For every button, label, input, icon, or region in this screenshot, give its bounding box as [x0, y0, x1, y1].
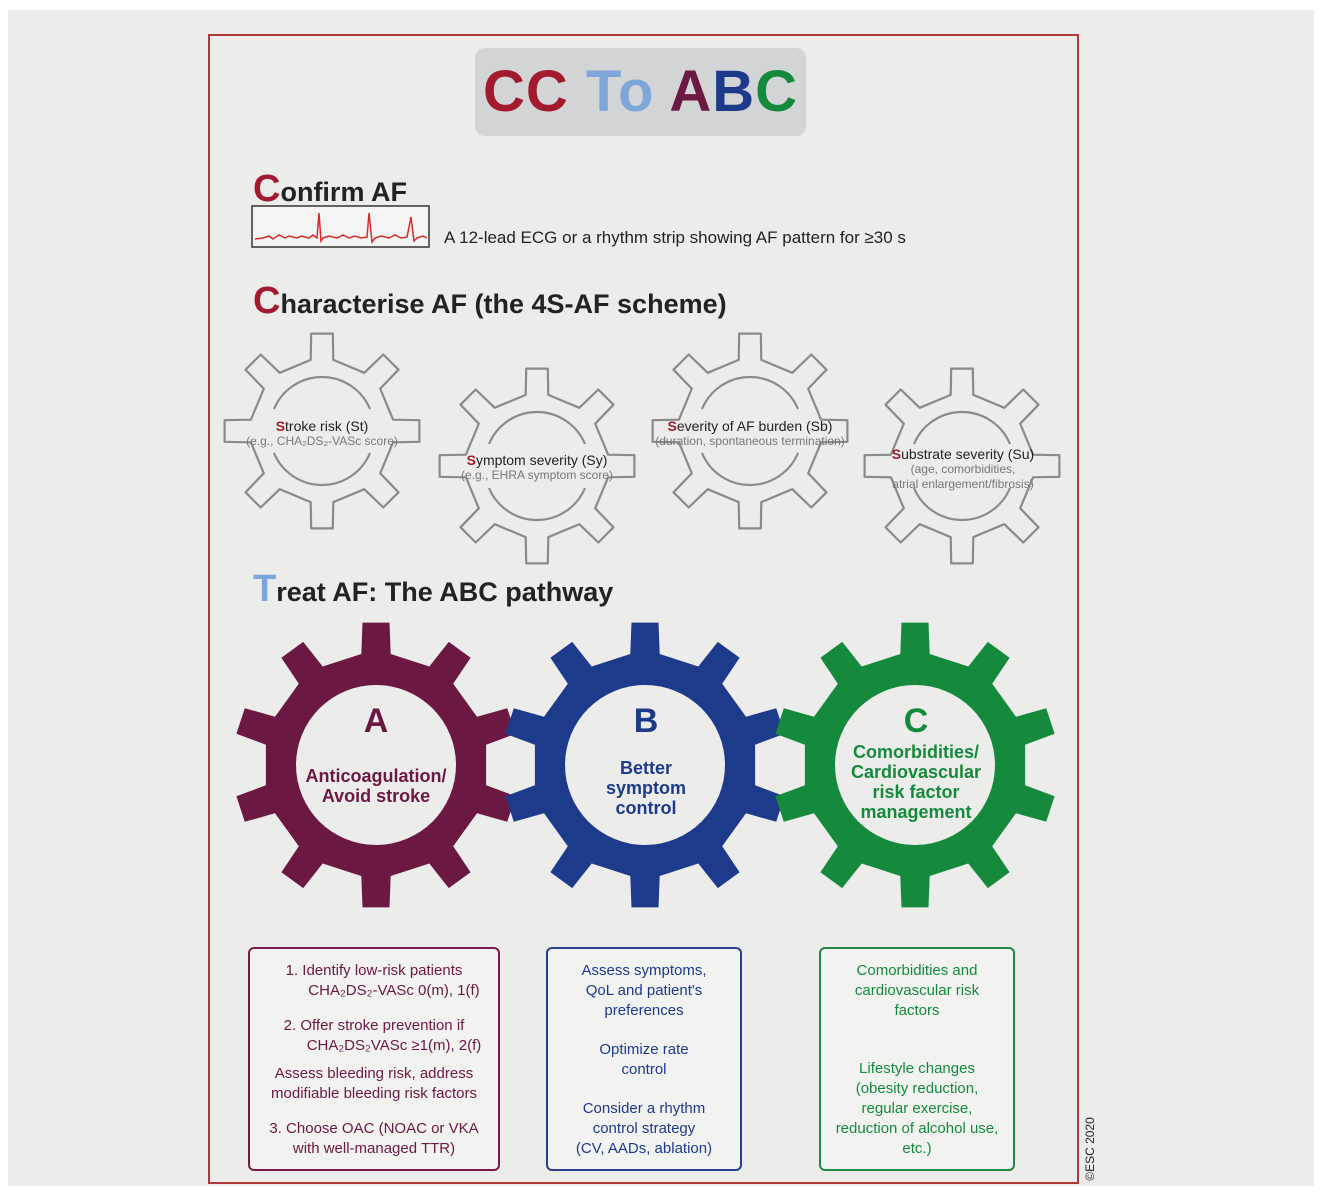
abc-label-line: Avoid stroke [321, 786, 431, 806]
title-cc: CC [482, 59, 569, 124]
scheme-title: everity of AF burden (Sb) [676, 418, 833, 434]
abc-label-line: management [860, 802, 972, 822]
gear-a-icon [236, 622, 516, 908]
abc-label-line: Comorbidities/ [852, 742, 979, 762]
box-line: cardiovascular risk [854, 982, 980, 999]
box-line: preferences [604, 1002, 684, 1019]
box-line: Optimize rate [599, 1041, 689, 1058]
scheme-sub: (e.g., CHA₂DS₂-VASc score) [246, 434, 398, 448]
box-line: modifiable bleeding risk factors [271, 1085, 477, 1102]
scheme-gear-inner-arc [487, 487, 587, 522]
abc-label-c: Comorbidities/ Cardiovascular risk facto… [816, 742, 1016, 822]
confirm-text: onfirm AF [280, 177, 407, 207]
scheme-sub: (duration, spontaneous termination) [655, 434, 845, 448]
scheme-gear-inner-arc [272, 375, 372, 410]
gear-c-icon [775, 622, 1055, 908]
confirm-cap: C [253, 168, 281, 210]
scheme-sub: (age, comorbidities, [910, 462, 1016, 476]
abc-letter-c: C [903, 702, 929, 740]
box-line: CHA₂DS₂-VASc 0(m), 1(f) [308, 982, 480, 999]
scheme-initial: S [667, 418, 677, 434]
box-line: control strategy [592, 1120, 696, 1137]
abc-label-line: risk factor [872, 782, 960, 802]
box-line: (obesity reduction, [855, 1080, 979, 1097]
treat-heading: Treat AF: The ABC pathway [253, 568, 613, 611]
box-line: Lifestyle changes [859, 1060, 975, 1077]
scheme-gear-inner-arc [700, 375, 800, 410]
ecg-strip-icon [251, 205, 430, 248]
abc-letter-a: A [363, 702, 389, 740]
scheme-gear-inner-arc [272, 452, 372, 487]
copyright-notice: ©ESC 2020 [1083, 1112, 1108, 1192]
scheme-title: ubstrate severity (Su) [901, 446, 1035, 462]
scheme-gear-4-icon [863, 367, 1061, 565]
box-line: Assess bleeding risk, address [274, 1065, 474, 1082]
box-line: reduction of alcohol use, [835, 1120, 999, 1137]
box-a-actions: 1. Identify low-risk patients CHA₂DS₂-VA… [248, 947, 500, 1171]
scheme-initial: S [891, 446, 902, 462]
title-banner: CC To ABC [475, 48, 806, 136]
box-line: 1. Identify low-risk patients [285, 962, 463, 979]
scheme-initial: S [275, 418, 286, 434]
scheme-substrate-severity: Substrate severity (Su) (age, comorbidit… [863, 446, 1063, 492]
box-line: control [621, 1061, 667, 1078]
figure-frame [208, 34, 1079, 1184]
abc-label-line: Cardiovascular [850, 762, 982, 782]
box-b-actions: Assess symptoms, QoL and patient's prefe… [546, 947, 742, 1171]
box-line: 2. Offer stroke prevention if [283, 1017, 465, 1034]
box-line: factors [894, 1002, 940, 1019]
box-line: 3. Choose OAC (NOAC or VKA [269, 1120, 479, 1137]
scheme-title: ymptom severity (Sy) [475, 452, 608, 468]
scheme-gear-2-icon [438, 367, 636, 565]
box-line: Assess symptoms, [581, 962, 707, 979]
box-c-actions: Comorbidities and cardiovascular risk fa… [819, 947, 1015, 1171]
abc-label-line: Better [619, 758, 672, 778]
box-line: Comorbidities and [856, 962, 978, 979]
abc-letter-b: B [633, 702, 659, 740]
scheme-symptom-severity: Symptom severity (Sy) (e.g., EHRA sympto… [437, 452, 637, 483]
box-line: regular exercise, [861, 1100, 973, 1117]
scheme-initial: S [466, 452, 476, 468]
characterise-cap: C [253, 280, 281, 322]
box-line: (CV, AADs, ablation) [575, 1140, 713, 1157]
box-line: CHA₂DS₂VASc ≥1(m), 2(f) [306, 1037, 482, 1054]
abc-label-b: Better symptom control [546, 758, 746, 818]
scheme-gear-3-icon [651, 332, 849, 530]
treat-text: reat AF: The ABC pathway [276, 577, 614, 607]
title-a: A [669, 59, 713, 124]
characterise-text: haracterise AF (the 4S-AF scheme) [280, 289, 727, 319]
scheme-gear-inner-arc [700, 452, 800, 487]
scheme-sub-2: atrial enlargement/fibrosis) [892, 477, 1034, 491]
title-to: To [585, 59, 655, 124]
abc-label-line: Anticoagulation/ [305, 766, 447, 786]
box-line: Consider a rhythm [582, 1100, 706, 1117]
scheme-gear-inner-arc [912, 487, 1012, 522]
copyright-text: ©ESC 2020 [1082, 1117, 1097, 1181]
characterise-heading: Characterise AF (the 4S-AF scheme) [253, 280, 727, 323]
scheme-stroke-risk: Stroke risk (St) (e.g., CHA₂DS₂-VASc sco… [222, 418, 422, 449]
scheme-af-burden: Severity of AF burden (Sb) (duration, sp… [640, 418, 860, 449]
scheme-title: troke risk (St) [285, 418, 369, 434]
scheme-sub: (e.g., EHRA symptom score) [460, 468, 614, 482]
confirm-heading: Confirm AF [253, 168, 407, 211]
scheme-gear-1-icon [223, 332, 421, 530]
title-b: B [712, 59, 756, 124]
abc-label-line: symptom [605, 778, 686, 798]
abc-label-a: Anticoagulation/ Avoid stroke [276, 766, 476, 806]
treat-cap: T [253, 568, 277, 610]
box-line: etc.) [902, 1140, 932, 1157]
box-line: QoL and patient's [585, 982, 703, 999]
box-line: with well-managed TTR) [292, 1140, 456, 1157]
scheme-gear-inner-arc [912, 410, 1012, 445]
gear-b-icon [505, 622, 785, 908]
title-c: C [755, 59, 799, 124]
scheme-gear-inner-arc [487, 410, 587, 445]
abc-label-line: control [615, 798, 677, 818]
ecg-caption: A 12-lead ECG or a rhythm strip showing … [444, 228, 906, 247]
